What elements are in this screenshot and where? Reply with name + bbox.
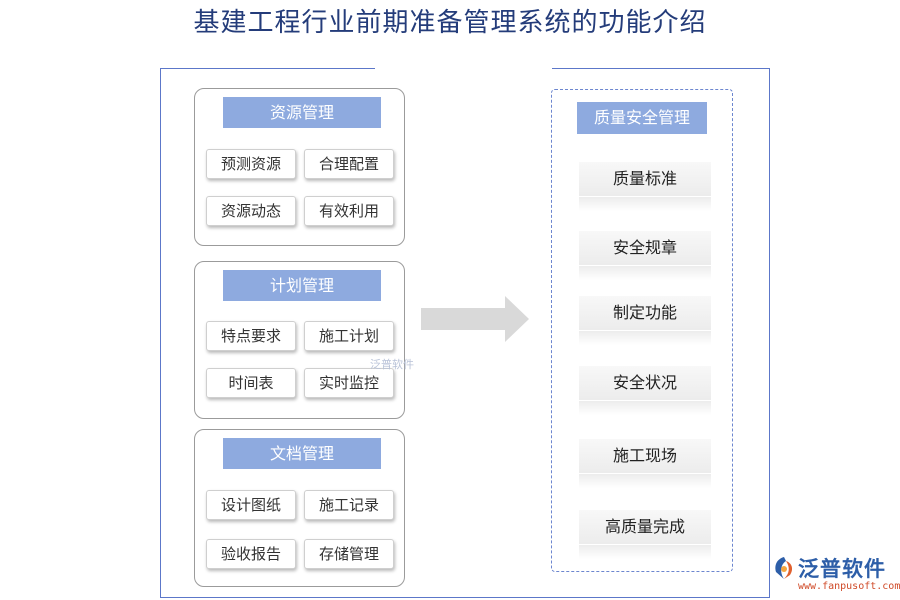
logo-url: www.fanpusoft.com <box>798 581 900 592</box>
group-header: 文档管理 <box>223 438 381 469</box>
watermark: 泛普软件 <box>370 358 414 371</box>
item-box: 合理配置 <box>304 149 394 179</box>
right-panel-header: 质量安全管理 <box>577 102 707 134</box>
item-reflection <box>579 197 711 211</box>
item-box: 实时监控 <box>304 368 394 398</box>
outer-frame <box>160 68 770 598</box>
right-item: 制定功能 <box>579 296 711 330</box>
item-box: 有效利用 <box>304 196 394 226</box>
right-item: 质量标准 <box>579 162 711 196</box>
item-reflection <box>579 266 711 280</box>
group-header: 资源管理 <box>223 97 381 128</box>
item-box: 资源动态 <box>206 196 296 226</box>
item-box: 时间表 <box>206 368 296 398</box>
group-document-management: 文档管理 设计图纸 施工记录 验收报告 存储管理 <box>194 429 405 587</box>
item-box: 存储管理 <box>304 539 394 569</box>
quality-safety-panel <box>551 89 733 572</box>
item-reflection <box>579 401 711 415</box>
right-item: 安全状况 <box>579 366 711 400</box>
item-reflection <box>579 545 711 559</box>
item-box: 特点要求 <box>206 321 296 351</box>
item-reflection <box>579 331 711 345</box>
group-plan-management: 计划管理 特点要求 施工计划 时间表 实时监控 <box>194 261 405 419</box>
logo-mark-icon <box>775 557 793 579</box>
brand-logo: 泛普软件 www.fanpusoft.com <box>768 553 900 597</box>
item-box: 预测资源 <box>206 149 296 179</box>
group-resource-management: 资源管理 预测资源 合理配置 资源动态 有效利用 <box>194 88 405 246</box>
right-item: 高质量完成 <box>579 510 711 544</box>
item-box: 验收报告 <box>206 539 296 569</box>
group-header: 计划管理 <box>223 270 381 301</box>
right-item: 安全规章 <box>579 231 711 265</box>
page-title: 基建工程行业前期准备管理系统的功能介绍 <box>193 8 707 38</box>
right-item: 施工现场 <box>579 439 711 473</box>
item-box: 设计图纸 <box>206 490 296 520</box>
flow-arrow-icon <box>421 296 529 342</box>
logo-name: 泛普软件 <box>798 557 886 581</box>
item-box: 施工计划 <box>304 321 394 351</box>
item-box: 施工记录 <box>304 490 394 520</box>
item-reflection <box>579 474 711 488</box>
